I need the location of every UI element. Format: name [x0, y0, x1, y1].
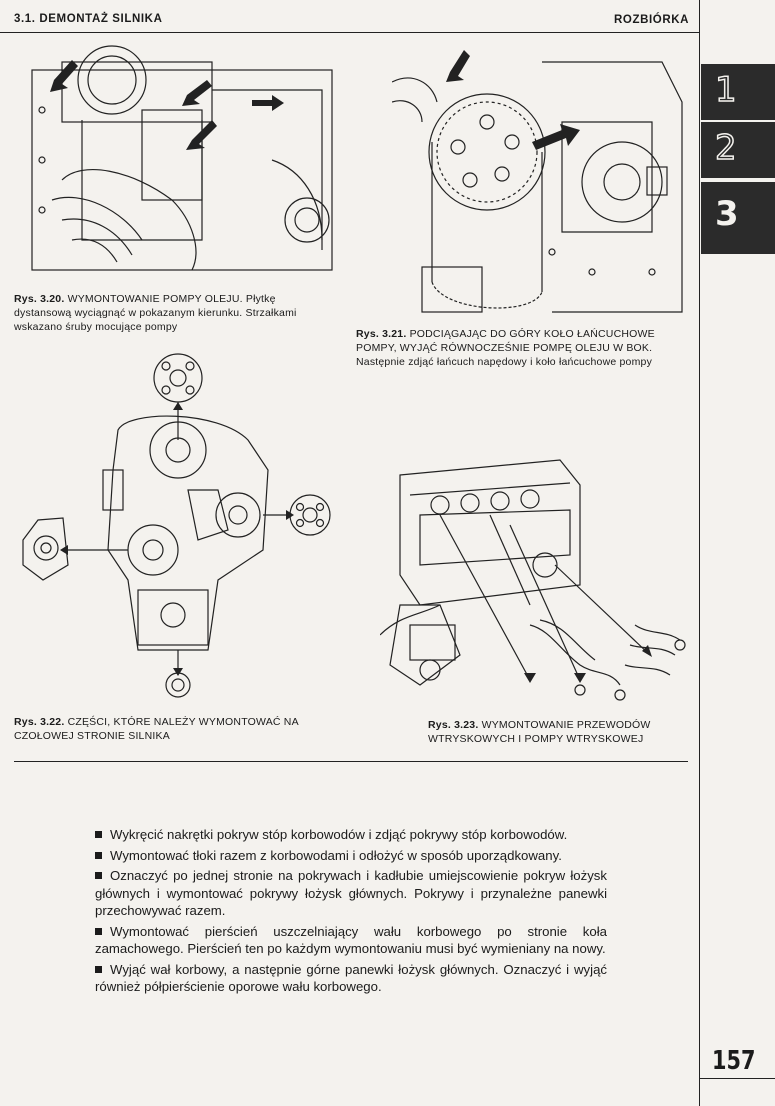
- instruction-item: Wyjąć wał korbowy, a następnie górne pan…: [95, 961, 607, 996]
- figure-3-23-illustration: [380, 459, 686, 701]
- figure-3-21-label: Rys. 3.21.: [356, 328, 407, 340]
- tab-3-number: 3: [715, 194, 739, 234]
- figure-3-20-label: Rys. 3.20.: [14, 293, 65, 305]
- section-separator: [14, 761, 688, 762]
- header-rule: [0, 32, 700, 33]
- figure-3-23-title: WYMONTOWANIE PRZEWODÓW WTRYSKOWYCH I POM…: [428, 719, 651, 745]
- instruction-item: Wykręcić nakrętki pokryw stóp korbowodów…: [95, 826, 607, 844]
- bullet-square-icon: [95, 872, 102, 879]
- instruction-text: Oznaczyć po jednej stronie na pokrywach …: [95, 868, 607, 918]
- instruction-text: Wyjąć wał korbowy, a następnie górne pan…: [95, 961, 607, 995]
- bullet-square-icon: [95, 851, 102, 859]
- figure-3-23-caption: Rys. 3.23. WYMONTOWANIE PRZEWODÓW WTRYSK…: [428, 718, 693, 746]
- section-title: 3.1. DEMONTAŻ SILNIKA: [14, 13, 163, 25]
- figure-3-20-illustration: [31, 45, 333, 271]
- figure-3-22-title: CZĘŚCI, KTÓRE NALEŻY WYMONTOWAĆ NA CZOŁO…: [14, 716, 299, 742]
- bullet-square-icon: [95, 831, 102, 838]
- figure-3-22-label: Rys. 3.22.: [14, 716, 65, 728]
- instruction-text: Wymontować pierścień uszczelniający wału…: [95, 923, 607, 957]
- figure-3-23-label: Rys. 3.23.: [428, 719, 479, 731]
- tab-1-number: 1: [714, 69, 737, 111]
- instruction-item: Wymontować tłoki razem z korbowodami i o…: [95, 847, 607, 865]
- bullet-square-icon: [95, 927, 102, 935]
- figure-3-20-title: WYMONTOWANIE POMPY OLEJU.: [67, 293, 243, 305]
- figure-3-20-text: Płytkę dystansową wyciągnąć w pokazanym …: [14, 293, 297, 333]
- figure-3-21-text: Następnie zdjąć łańcuch napędowy i koło …: [356, 356, 653, 368]
- chapter-tab-3: 3: [701, 180, 775, 254]
- instruction-text: Wykręcić nakrętki pokryw stóp korbowodów…: [110, 827, 568, 842]
- instruction-item: Oznaczyć po jednej stronie na pokrywach …: [95, 867, 607, 920]
- chapter-tab-1: 1: [701, 62, 775, 120]
- tab-2-number: 2: [714, 127, 737, 169]
- figure-3-20-caption: Rys. 3.20. WYMONTOWANIE POMPY OLEJU. Pły…: [14, 292, 304, 334]
- figure-3-22-illustration: [22, 353, 331, 698]
- instruction-text: Wymontować tłoki razem z korbowodami i o…: [110, 847, 562, 863]
- instruction-list: Wykręcić nakrętki pokryw stóp korbowodów…: [95, 826, 607, 999]
- chapter-title: ROZBIÓRKA: [614, 14, 690, 26]
- instruction-item: Wymontować pierścień uszczelniający wału…: [95, 923, 607, 958]
- page-number: 157: [712, 1046, 756, 1076]
- page-number-rule: [700, 1078, 775, 1079]
- margin-rule: [699, 0, 700, 1106]
- figure-3-22-caption: Rys. 3.22. CZĘŚCI, KTÓRE NALEŻY WYMONTOW…: [14, 715, 344, 743]
- figure-3-21-title: PODCIĄGAJĄC DO GÓRY KOŁO ŁAŃCUCHOWE POMP…: [356, 328, 655, 354]
- figure-3-21-illustration: [392, 50, 683, 313]
- chapter-tab-2: 2: [701, 120, 775, 178]
- figure-3-21-caption: Rys. 3.21. PODCIĄGAJĄC DO GÓRY KOŁO ŁAŃC…: [356, 327, 696, 369]
- bullet-square-icon: [95, 965, 102, 973]
